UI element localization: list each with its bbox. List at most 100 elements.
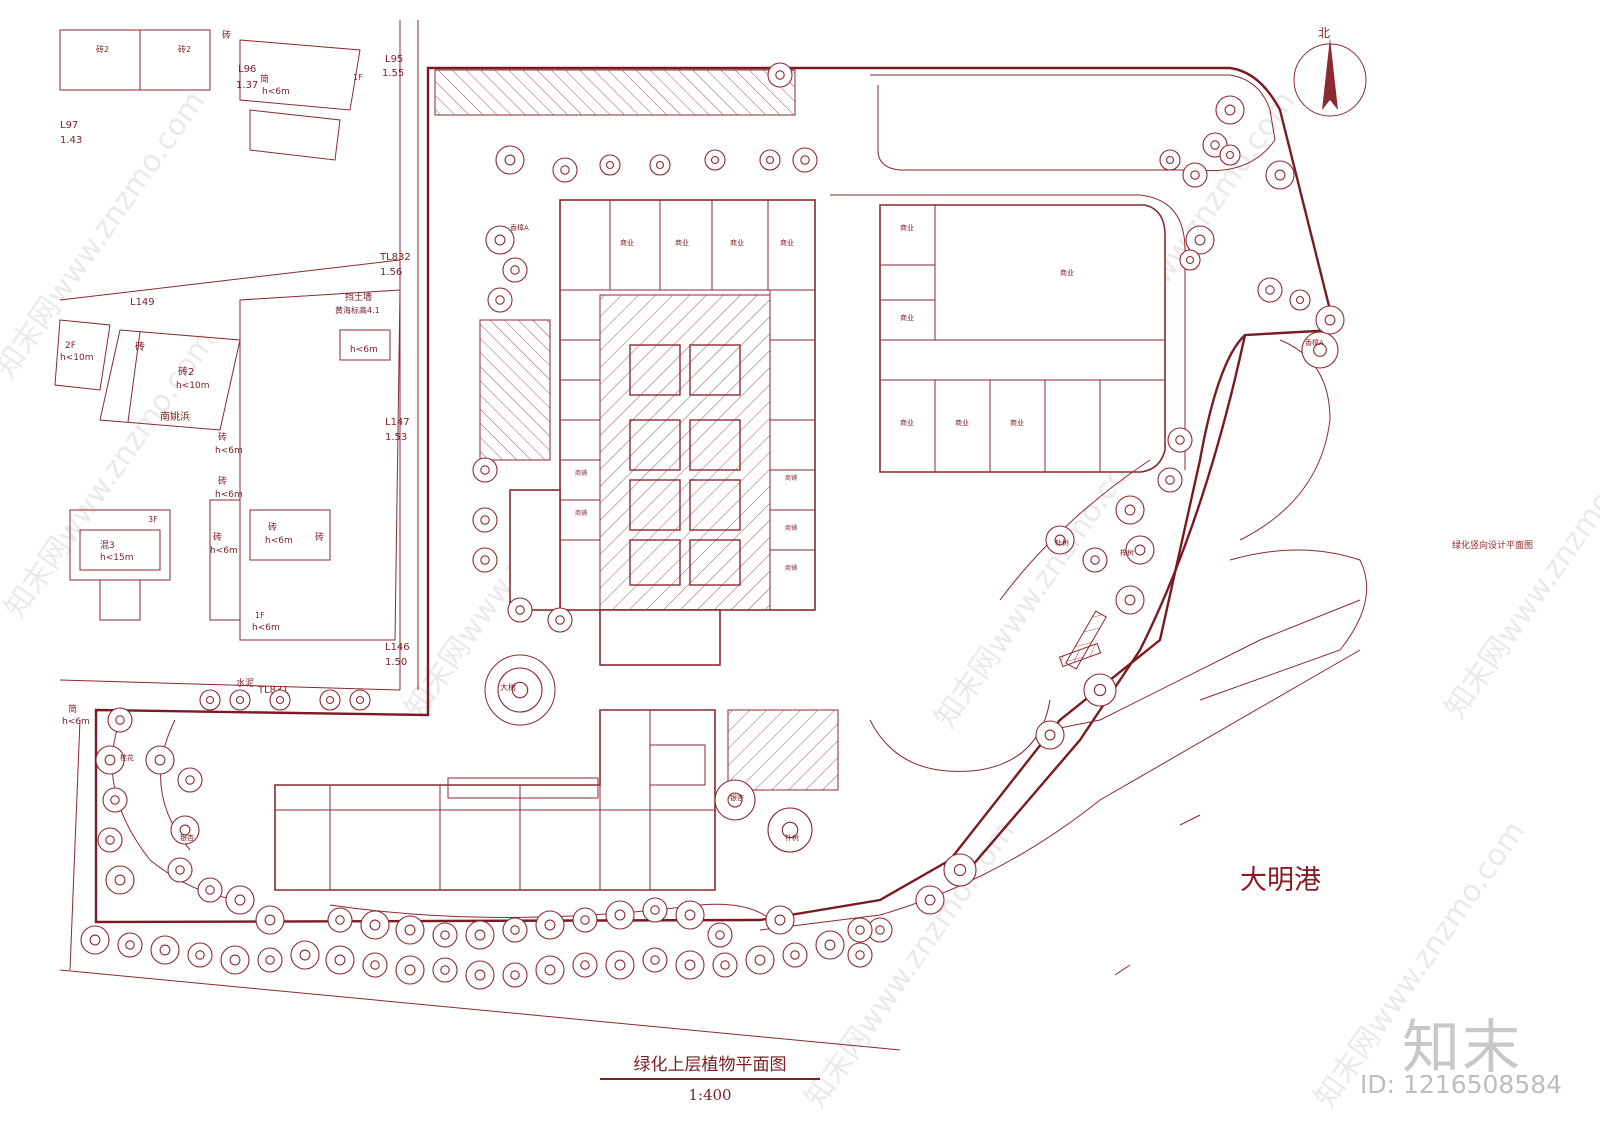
height-label: h<6m — [210, 546, 238, 556]
stall-label: 商铺 — [575, 469, 587, 477]
tree-trunk-mark — [195, 950, 205, 960]
tree-trunk-mark — [1224, 104, 1236, 116]
tree-trunk-mark — [125, 940, 135, 950]
tree-trunk-mark — [1324, 314, 1336, 326]
tree-trunk-mark — [480, 515, 490, 525]
tree-trunk-mark — [494, 234, 506, 246]
tree-trunk-mark — [1054, 534, 1066, 546]
road-labels: L97 1.43 L96 1.37 L95 1.55 TL832 1.56 L1… — [60, 54, 411, 696]
tree-trunk-mark — [1093, 683, 1107, 697]
tree-trunk-mark — [1295, 295, 1305, 305]
height-label: h<15m — [100, 553, 133, 563]
concrete-label: 2F — [65, 341, 76, 351]
tree-trunk-mark — [495, 295, 505, 305]
elevation-label: 1.53 — [385, 432, 407, 443]
shop-label: 商业 — [730, 238, 744, 247]
tree-trunk-mark — [1165, 475, 1175, 485]
floor-label: 1F — [353, 73, 363, 82]
tree-trunk-mark — [765, 155, 775, 165]
site-boundary — [94, 66, 1337, 924]
tree-trunk-mark — [440, 930, 450, 940]
water-flow-arrows — [1114, 814, 1201, 976]
tree-trunk-mark — [614, 959, 626, 971]
tree-trunk-mark — [650, 955, 660, 965]
tree-labels: 香樟A 桂花 银杏 朴树 榉树 香樟A 大树 银杏 朴树 — [120, 223, 1324, 842]
height-label: h<6m — [215, 446, 243, 456]
tree-trunk-mark — [355, 695, 365, 705]
tree-trunk-mark — [480, 555, 490, 565]
east-building: 商业 商业 商业 商业 商业 商业 — [879, 204, 1166, 473]
tree-trunk-mark — [510, 970, 520, 980]
tree-trunk-mark — [720, 960, 730, 970]
tree-trunk-mark — [1175, 435, 1185, 445]
tree-trunk-mark — [369, 919, 381, 931]
tree-trunk-mark — [1210, 140, 1220, 150]
tree-trunk-mark — [474, 929, 486, 941]
stall-label: 商铺 — [785, 474, 797, 482]
brick-label: 砖 — [222, 29, 231, 41]
watermark-text: 知末网www.znzmo.com — [1438, 425, 1600, 725]
tree-trunk-mark — [580, 960, 590, 970]
tree-trunk-mark — [715, 930, 725, 940]
parking-stripes — [434, 69, 839, 799]
tree-trunk-mark — [1165, 155, 1175, 165]
brick-label: 砖 — [135, 340, 145, 353]
village-label: 南姚浜 — [160, 410, 190, 423]
north-label: 北 — [1318, 26, 1331, 40]
tree-label: 榉树 — [1120, 548, 1134, 557]
watermark-text: 知末网www.znzmo.com — [798, 815, 1023, 1115]
tree-trunk-mark — [89, 934, 101, 946]
tree-trunk-mark — [110, 795, 120, 805]
main-mall-building: 商业 商业 商业 商业 商铺 商铺 商铺 商铺 商铺 — [559, 199, 816, 611]
tree-trunk-mark — [510, 265, 520, 275]
shop-label: 商业 — [900, 313, 914, 322]
stall-label: 商铺 — [575, 509, 587, 517]
tree-trunk-mark — [404, 924, 416, 936]
shop-label: 商业 — [900, 418, 914, 427]
west-wing — [479, 319, 721, 666]
shop-label: 商业 — [900, 223, 914, 232]
tree-trunk-mark — [179, 824, 191, 836]
tree-trunk-mark — [185, 775, 195, 785]
drawing-scale: 1:400 — [688, 1086, 732, 1104]
tree-trunk-mark — [727, 792, 743, 808]
tree-trunk-mark — [229, 954, 241, 966]
tree-trunk-mark — [515, 605, 525, 615]
height-label: h<6m — [252, 623, 280, 633]
tree-trunk-mark — [175, 865, 185, 875]
tree-trunk-mark — [684, 959, 696, 971]
tree-trunk-mark — [710, 155, 720, 165]
tree-trunk-mark — [605, 160, 615, 170]
brick-label: 砖 — [268, 521, 277, 533]
existing-buildings: 砖 砖2 h<10m 南姚浜 h<10m 2F 挡土墙 黄海标高4.1 h<6m… — [54, 29, 401, 727]
tree-trunk-mark — [754, 954, 766, 966]
tree-trunk-mark — [114, 874, 126, 886]
tree-trunk-mark — [650, 905, 660, 915]
tree-trunk-mark — [790, 950, 800, 960]
tree-trunk-mark — [440, 965, 450, 975]
watermark-text: 知末网www.znzmo.com — [928, 435, 1153, 735]
tree-trunk-mark — [1225, 150, 1235, 160]
brick-label: 砖2 — [178, 365, 194, 378]
wall-label: 挡土墙 — [345, 291, 372, 303]
tree-trunk-mark — [265, 955, 275, 965]
tree-trunk-mark — [1124, 504, 1136, 516]
tree-trunk-mark — [1313, 343, 1327, 357]
tree-trunk-mark — [205, 695, 215, 705]
bridge-deck — [1058, 610, 1107, 670]
elevation-label: 1.43 — [60, 135, 82, 146]
tree-label: 桂花 — [120, 753, 134, 762]
tree-trunk-mark — [104, 754, 116, 766]
brick-label: 砖 — [315, 531, 324, 543]
shed-label: 简 — [260, 73, 269, 85]
tree-trunk-mark — [275, 695, 285, 705]
south-building — [274, 709, 716, 891]
shop-label: 商业 — [780, 238, 794, 247]
tree-trunk-mark — [953, 863, 967, 877]
tree-trunk-mark — [855, 925, 865, 935]
tree-trunk-mark — [555, 615, 565, 625]
road-label: L95 — [385, 54, 403, 65]
elevation-label: 1.50 — [385, 657, 407, 668]
tree-trunk-mark — [105, 835, 115, 845]
brick-label: 砖2 — [96, 44, 109, 54]
